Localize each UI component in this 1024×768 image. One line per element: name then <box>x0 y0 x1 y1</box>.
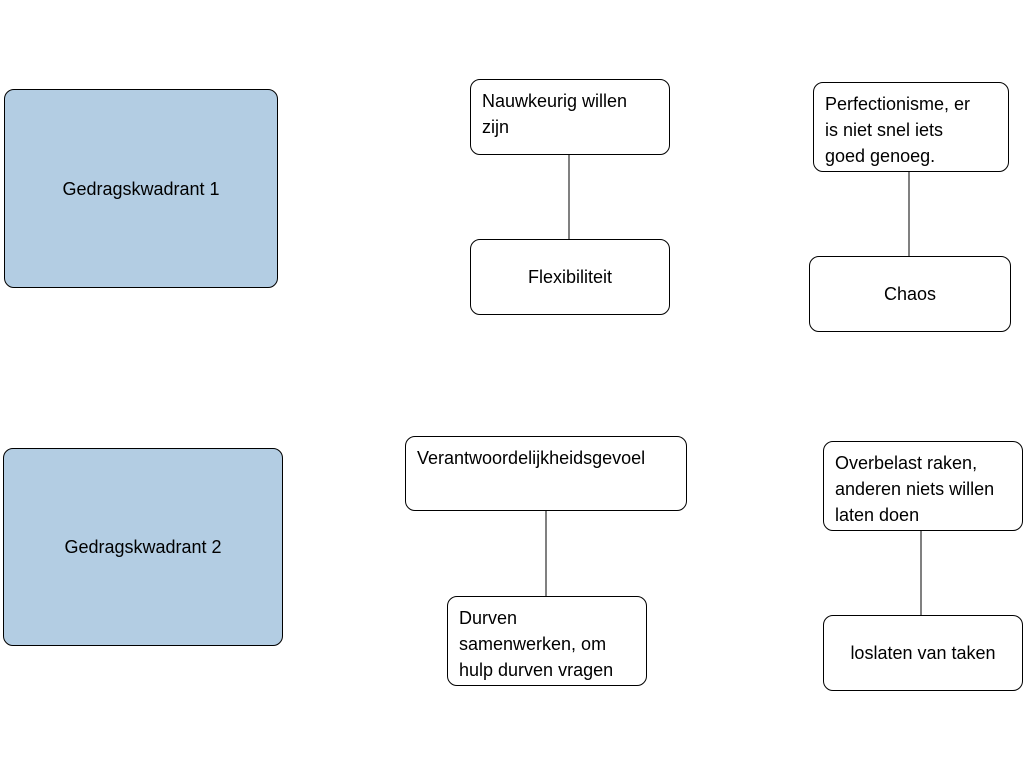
q1-allergy-box: Chaos <box>809 256 1011 332</box>
q1-quality-label: Nauwkeurig willen zijn <box>482 91 628 137</box>
q1-challenge-box: Flexibiliteit <box>470 239 670 315</box>
quadrant-2-label: Gedragskwadrant 2 <box>64 537 222 557</box>
q1-allergy-label: Chaos <box>883 284 937 304</box>
q2-challenge-label: Durven samenwerken, om hulp durven vrage… <box>459 608 614 680</box>
q2-challenge-box: Durven samenwerken, om hulp durven vrage… <box>447 596 647 686</box>
q1-challenge-label: Flexibiliteit <box>527 267 613 287</box>
q2-allergy-label: loslaten van taken <box>850 643 996 663</box>
q1-pitfall-box: Perfectionisme, er is niet snel iets goe… <box>813 82 1009 172</box>
quadrant-1-label: Gedragskwadrant 1 <box>62 178 220 199</box>
quadrant-2-box: Gedragskwadrant 2 <box>3 448 283 646</box>
q2-quality-label: Verantwoordelijkheidsgevoel <box>417 448 646 468</box>
q2-pitfall-label: Overbelast raken, anderen niets willen l… <box>835 453 995 525</box>
quadrant-1-box: Gedragskwadrant 1 <box>4 89 278 288</box>
q2-pitfall-box: Overbelast raken, anderen niets willen l… <box>823 441 1023 531</box>
q2-allergy-box: loslaten van taken <box>823 615 1023 691</box>
q1-pitfall-label: Perfectionisme, er is niet snel iets goe… <box>825 94 971 166</box>
q1-quality-box: Nauwkeurig willen zijn <box>470 79 670 155</box>
q2-quality-box: Verantwoordelijkheidsgevoel <box>405 436 687 511</box>
